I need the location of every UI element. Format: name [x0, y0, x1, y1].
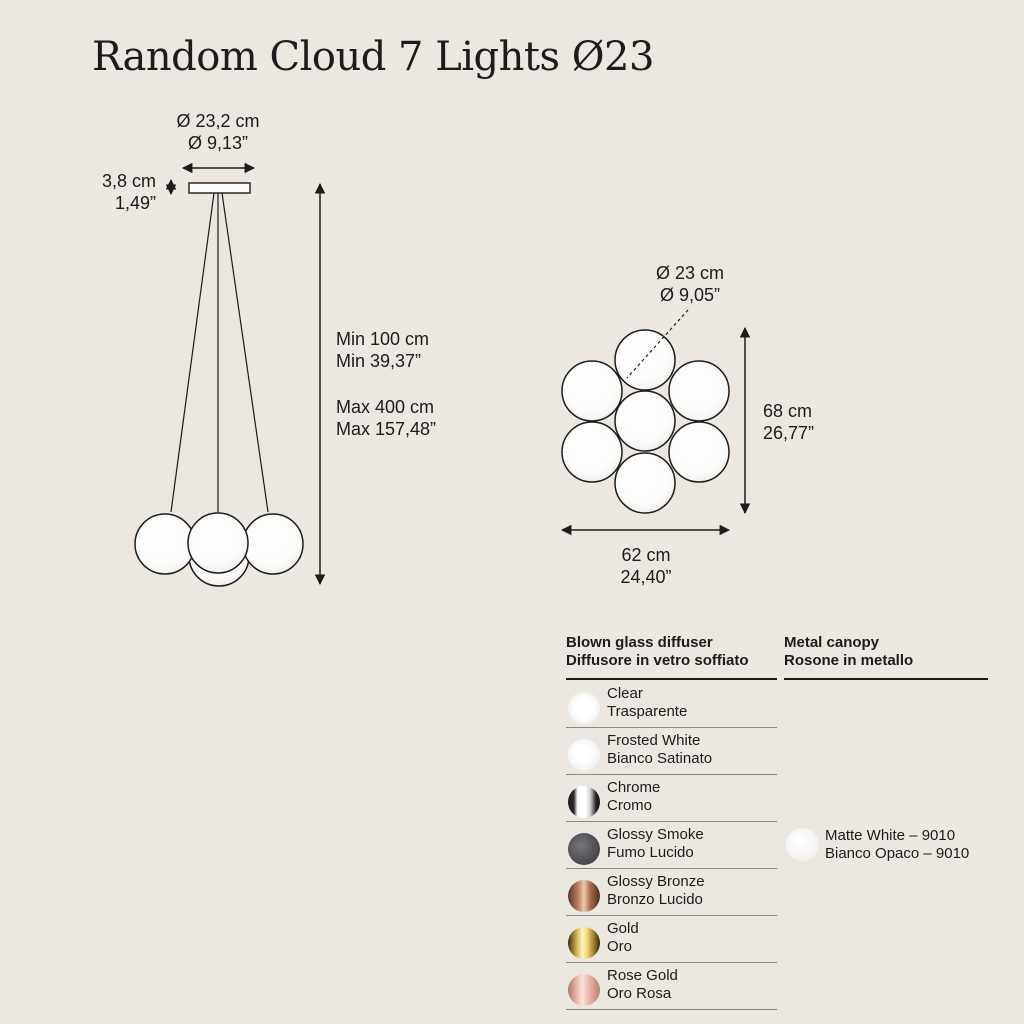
- pendant-globes: [134, 512, 304, 587]
- finish-label-it: Bronzo Lucido: [607, 891, 703, 908]
- finish-row-glossy-bronze: Glossy Bronze Bronzo Lucido: [566, 868, 777, 916]
- finish-label: Glossy Bronze: [607, 873, 705, 890]
- canopy-heading: Metal canopy Rosone in metallo: [784, 634, 914, 669]
- finish-row-clear: Clear Trasparente: [566, 680, 777, 728]
- canopy-finish-matte-white: Matte White – 9010 Bianco Opaco – 9010: [784, 826, 1004, 866]
- swatch-frosted-white-icon: [568, 739, 600, 771]
- canopy-height-label: 3,8 cm 1,49”: [101, 171, 156, 213]
- globe-diameter-label: Ø 23 cm Ø 9,05”: [655, 263, 725, 305]
- finish-label: Gold: [607, 920, 639, 937]
- finish-label-it: Fumo Lucido: [607, 844, 694, 861]
- swatch-clear-icon: [568, 692, 600, 724]
- canopy-heading-rule: [784, 678, 988, 680]
- finish-label-it: Cromo: [607, 797, 653, 814]
- finish-label-it: Oro: [607, 938, 633, 955]
- finish-label-it: Trasparente: [607, 703, 688, 720]
- cluster-height-label: 68 cm 26,77”: [763, 401, 815, 443]
- finish-label: Glossy Smoke: [607, 826, 704, 843]
- canopy-shape: [188, 182, 251, 194]
- finish-row-gold: Gold Oro: [566, 915, 777, 963]
- suspension-cables: [170, 192, 269, 513]
- cluster-width-label: 62 cm 24,40”: [620, 545, 672, 587]
- diffuser-heading: Blown glass diffuser Diffusore in vetro …: [566, 634, 749, 669]
- finish-label: Clear: [607, 685, 643, 702]
- swatch-glossy-smoke-icon: [568, 833, 600, 865]
- finish-label-it: Bianco Satinato: [607, 750, 713, 767]
- finish-row-chrome: Chrome Cromo: [566, 774, 777, 822]
- finish-row-frosted-white: Frosted White Bianco Satinato: [566, 727, 777, 775]
- finish-row-glossy-smoke: Glossy Smoke Fumo Lucido: [566, 821, 777, 869]
- product-title: Random Cloud 7 Lights Ø23: [92, 34, 654, 80]
- canopy-finish-label-it: Bianco Opaco – 9010: [825, 845, 970, 862]
- canopy-diameter-label: Ø 23,2 cm Ø 9,13”: [176, 111, 260, 153]
- finish-label: Chrome: [607, 779, 661, 796]
- swatch-rose-gold-icon: [568, 974, 600, 1006]
- max-length-label: Max 400 cm Max 157,48”: [336, 397, 437, 439]
- swatch-glossy-bronze-icon: [568, 880, 600, 912]
- canopy-finish-label: Matte White – 9010: [825, 827, 956, 844]
- finish-label: Rose Gold: [607, 967, 678, 984]
- finish-row-rose-gold: Rose Gold Oro Rosa: [566, 962, 777, 1010]
- swatch-gold-icon: [568, 927, 600, 959]
- top-view-globes: [561, 329, 730, 514]
- swatch-matte-white-icon: [786, 828, 819, 861]
- min-length-label: Min 100 cm Min 39,37”: [336, 329, 430, 371]
- finish-label: Frosted White: [607, 732, 701, 749]
- swatch-chrome-icon: [568, 786, 600, 818]
- diffuser-heading-rule: [566, 678, 777, 680]
- finish-label-it: Oro Rosa: [607, 985, 672, 1002]
